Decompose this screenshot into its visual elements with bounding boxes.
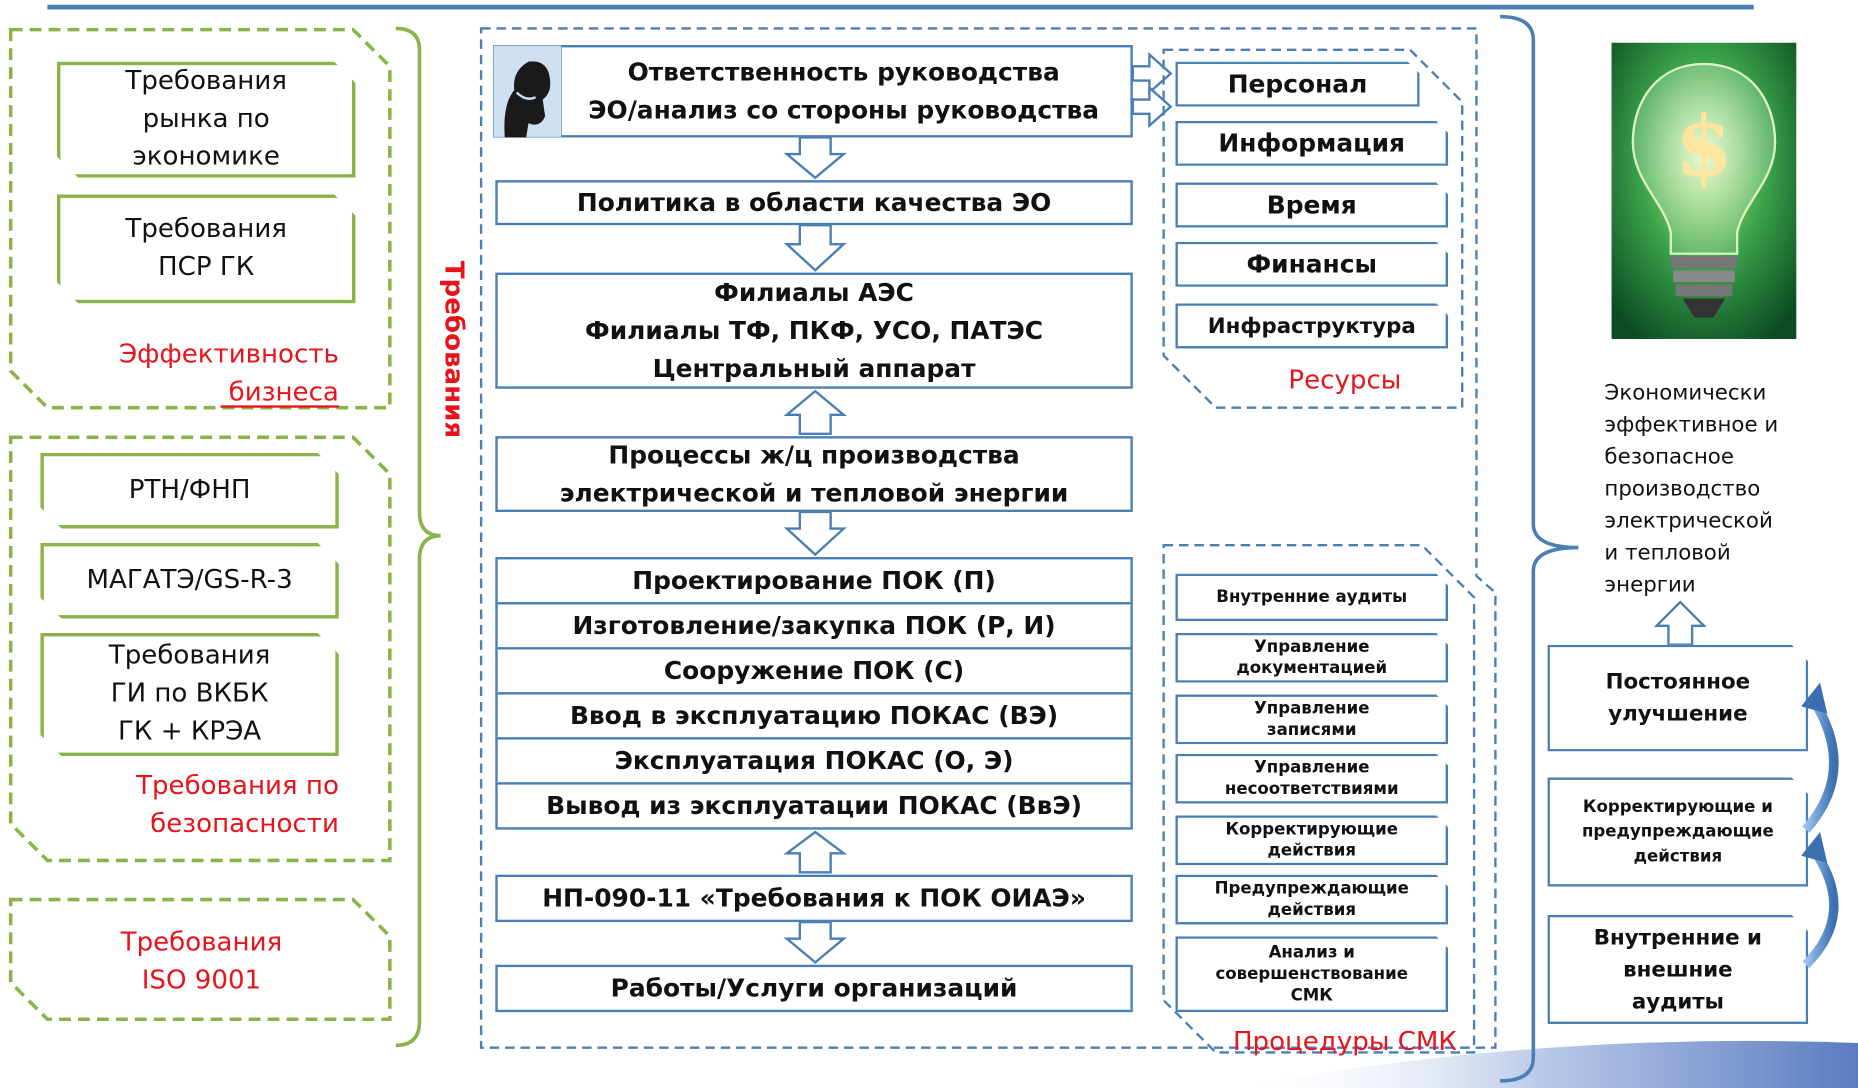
lifecycle-construction: Сооружение ПОК (С) xyxy=(495,647,1133,695)
thinker-image xyxy=(492,45,562,138)
safety-group-outline xyxy=(8,435,392,863)
outcome-text: Экономически эффективное и безопасное пр… xyxy=(1604,380,1779,598)
down-arrow xyxy=(783,224,847,272)
procedure-qms-analysis: Анализ и совершенствование СМК xyxy=(1175,936,1448,1012)
lifecycle-decommissioning: Вывод из эксплуатации ПОКАС (ВвЭ) xyxy=(495,782,1133,830)
outcome-bracket xyxy=(1500,14,1579,1083)
processes-box: Процессы ж/ц производства электрической … xyxy=(495,436,1133,513)
resource-infrastructure: Инфраструктура xyxy=(1175,303,1448,348)
decorative-swoosh xyxy=(1232,1040,1858,1088)
quality-policy-box: Политика в области качества ЭО xyxy=(495,180,1133,226)
lightbulb-dollar-image: $ xyxy=(1611,42,1797,339)
right-arrow xyxy=(1131,85,1173,129)
qms-procedures-caption: Процедуры СМК xyxy=(1232,1027,1457,1058)
up-arrow xyxy=(1653,600,1707,646)
management-responsibility-box: Ответственность руководства ЭО/анализ со… xyxy=(495,45,1133,138)
iso-group-outline xyxy=(8,897,392,1022)
continuous-improvement-box: Постоянное улучшение xyxy=(1548,645,1809,752)
works-services-box: Работы/Услуги организаций xyxy=(495,964,1133,1013)
central-region-outline xyxy=(479,27,1497,1049)
top-divider xyxy=(47,4,1754,10)
psr-requirements-box: Требования ПСР ГК xyxy=(57,194,356,303)
iaea-box: МАГАТЭ/GS-R-3 xyxy=(40,543,339,619)
cycle-arrows xyxy=(1801,682,1839,969)
right-arrow xyxy=(1131,51,1173,96)
down-arrow xyxy=(783,136,847,180)
gi-requirements-box: Требования ГИ по ВКБК ГК + КРЭА xyxy=(40,633,339,756)
business-caption-underline xyxy=(220,405,339,408)
procedure-records-control: Управление записями xyxy=(1175,695,1448,745)
resources-outline xyxy=(1162,48,1464,409)
resources-caption: Ресурсы xyxy=(1288,366,1402,396)
procedure-document-control: Управление документацией xyxy=(1175,633,1448,683)
requirements-bracket xyxy=(395,26,441,1048)
down-arrow xyxy=(783,920,847,964)
rtn-fnp-box: РТН/ФНП xyxy=(40,453,339,529)
procedure-internal-audits: Внутренние аудиты xyxy=(1175,574,1448,621)
down-arrow xyxy=(783,510,847,557)
corrective-preventive-box: Корректирующие и предупреждающие действи… xyxy=(1548,777,1809,886)
safety-requirements-caption: Требования по безопасности xyxy=(136,771,339,840)
procedure-nonconformity-control: Управление несоответствиями xyxy=(1175,754,1448,804)
resource-information: Информация xyxy=(1175,121,1448,166)
market-requirements-box: Требования рынка по экономике xyxy=(57,62,356,178)
business-efficiency-caption: Эффективность бизнеса xyxy=(118,340,339,408)
iso-requirements-caption: Требования ISO 9001 xyxy=(120,928,283,996)
business-group-outline xyxy=(8,27,392,410)
resource-personnel: Персонал xyxy=(1175,62,1419,107)
procedure-corrective-actions: Корректирующие действия xyxy=(1175,815,1448,865)
up-arrow xyxy=(783,830,848,874)
internal-external-audits-box: Внутренние и внешние аудиты xyxy=(1548,915,1809,1024)
resource-finance: Финансы xyxy=(1175,242,1448,287)
branches-box: Филиалы АЭС Филиалы ТФ, ПКФ, УСО, ПАТЭС … xyxy=(495,272,1133,389)
np-requirements-box: НП-090-11 «Требования к ПОК ОИАЭ» xyxy=(495,874,1133,923)
procedure-preventive-actions: Предупреждающие действия xyxy=(1175,875,1448,925)
qms-procedures-outline xyxy=(1162,544,1476,1054)
svg-text:$: $ xyxy=(1675,97,1733,195)
lifecycle-commissioning: Ввод в эксплуатацию ПОКАС (ВЭ) xyxy=(495,692,1133,740)
up-arrow xyxy=(783,389,847,435)
resource-time: Время xyxy=(1175,183,1448,228)
